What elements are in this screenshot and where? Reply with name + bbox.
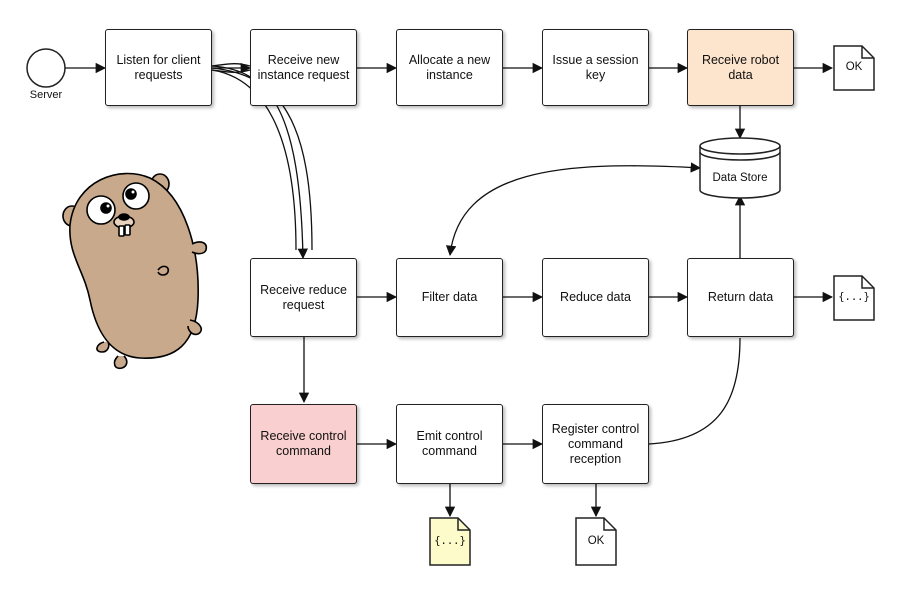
edge-listen-receive-reduce-b — [211, 67, 313, 251]
doc-ok-bottom — [575, 517, 617, 566]
doc-json-bottom — [429, 517, 471, 566]
doc-json-right-label: {...} — [838, 291, 870, 303]
doc-ok-top-label: OK — [845, 61, 863, 73]
edge-listen-receive-reduce-a — [211, 65, 309, 260]
node-receive-new-instance-request[interactable]: Receive new instance request — [250, 29, 357, 106]
node-receive-reduce-request[interactable]: Receive reduce request — [250, 258, 357, 337]
data-store-cylinder — [699, 137, 781, 199]
node-issue-session-key[interactable]: Issue a session key — [542, 29, 649, 106]
edge-listen-receive-reduce-c — [211, 69, 297, 251]
connectors — [65, 62, 834, 518]
server-start-event — [26, 48, 66, 88]
doc-ok-top — [833, 45, 875, 91]
edge-register-return — [648, 337, 741, 445]
node-reduce-data[interactable]: Reduce data — [542, 258, 649, 337]
edge-listen-receive-instance-extra — [211, 63, 251, 67]
edge-datastore-filter — [445, 162, 702, 257]
node-register-control-command-reception[interactable]: Register control command reception — [542, 404, 649, 484]
node-filter-data[interactable]: Filter data — [396, 258, 503, 337]
server-label: Server — [29, 89, 63, 101]
doc-json-bottom-label: {...} — [434, 535, 466, 547]
data-store-label: Data Store — [712, 172, 768, 184]
node-receive-robot-data[interactable]: Receive robot data — [687, 29, 794, 106]
doc-json-right — [833, 275, 875, 321]
node-listen-for-client-requests[interactable]: Listen for client requests — [105, 29, 212, 106]
node-emit-control-command[interactable]: Emit control command — [396, 404, 503, 484]
node-allocate-new-instance[interactable]: Allocate a new instance — [396, 29, 503, 106]
node-return-data[interactable]: Return data — [687, 258, 794, 337]
gopher-mascot-icon — [62, 172, 208, 370]
doc-ok-bottom-label: OK — [587, 535, 605, 547]
node-receive-control-command[interactable]: Receive control command — [250, 404, 357, 484]
